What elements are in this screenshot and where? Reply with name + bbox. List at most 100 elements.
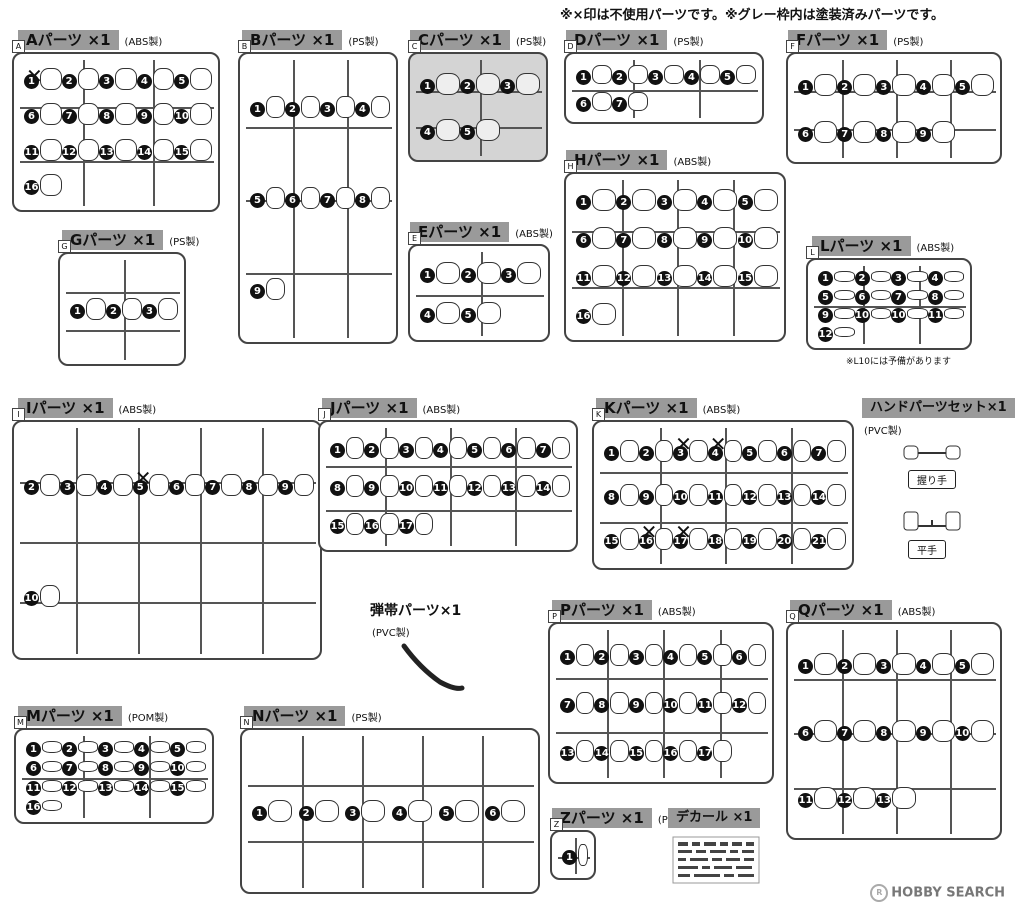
part-number-badge: 10	[174, 109, 190, 125]
runner-e-gate	[481, 252, 483, 336]
part-number-badge: 8	[241, 479, 257, 495]
runner-z-part	[578, 844, 588, 866]
part-number-badge: 3	[60, 479, 76, 495]
runner-b-gate	[246, 127, 392, 129]
runner-e-gate	[416, 295, 544, 297]
runner-h-header: Hパーツ ×1(ABS製)	[566, 150, 711, 170]
runner-d-gate	[699, 60, 701, 118]
part-number-badge: 7	[560, 698, 575, 713]
part-number-badge: 1	[24, 73, 39, 89]
runner-l-gate	[814, 306, 966, 308]
part-number-badge: 1	[604, 446, 619, 461]
runner-l-part	[870, 271, 891, 282]
runner-a-part	[190, 67, 212, 90]
runner-c-tag: C	[408, 40, 421, 53]
runner-d-header: Dパーツ ×1(PS製)	[566, 30, 704, 50]
part-number-badge: 6	[169, 479, 184, 495]
bandolier-parts: 弾帯パーツ×1 (PVC製)	[370, 600, 530, 700]
part-number-badge: 10	[954, 726, 970, 741]
runner-h-part	[713, 227, 738, 249]
runner-d-part	[664, 65, 684, 84]
part-number-badge: 8	[876, 726, 892, 741]
part-number-badge: 16	[24, 180, 39, 196]
runner-a-part	[115, 67, 137, 90]
runner-g-part	[122, 298, 142, 320]
part-number-badge: 1	[26, 741, 41, 757]
hand-set-material: (PVC製)	[864, 426, 902, 437]
runner-n-material: (PS製)	[351, 713, 382, 724]
runner-d-part	[592, 92, 612, 111]
runner-l-gate	[863, 266, 865, 344]
runner-d-tag: D	[564, 40, 577, 53]
runner-d-part	[736, 65, 756, 84]
runner-m-part	[42, 741, 62, 753]
part-number-badge: 3	[648, 69, 663, 85]
hand-parts-set: ハンドパーツセット×1 (PVC製) 握り手 平手	[862, 398, 1015, 568]
runner-d-title: Dパーツ ×1	[566, 30, 668, 50]
runner-k-part	[689, 484, 708, 506]
part-number-badge: 1	[70, 304, 85, 319]
runner-a-title: Aパーツ ×1	[18, 30, 119, 50]
part-number-badge: 4	[927, 271, 943, 287]
part-number-badge: 1	[576, 69, 591, 85]
runner-k-part	[723, 484, 743, 506]
part-number-badge: 6	[285, 193, 300, 208]
part-number-badge: 3	[98, 741, 113, 757]
runner-k-part	[654, 528, 674, 550]
runner-i-title: Iパーツ ×1	[18, 398, 113, 418]
runner-m-part	[186, 780, 206, 792]
part-number-badge: 6	[731, 650, 747, 665]
runner-q-part	[931, 653, 955, 676]
runner-a-part	[152, 67, 175, 90]
runner-k-part	[723, 528, 743, 550]
runner-i-tag: I	[12, 408, 25, 421]
runner-f-part	[892, 73, 916, 96]
part-number-badge: 3	[891, 271, 906, 287]
part-number-badge: 2	[285, 101, 300, 117]
runner-m-gate	[22, 778, 208, 780]
runner-q-part	[931, 720, 955, 742]
part-number-badge: 1	[798, 659, 813, 675]
runner-h-part	[592, 189, 616, 211]
part-number-badge: 14	[136, 144, 152, 160]
runner-p-part	[713, 740, 732, 762]
part-number-badge: 10	[663, 698, 678, 713]
runner-m-part	[114, 741, 134, 753]
runner-i-part	[40, 473, 61, 496]
part-number-badge: 11	[697, 698, 713, 713]
runner-d-gate	[633, 60, 635, 118]
part-number-badge: 6	[776, 446, 792, 461]
part-number-badge: 1	[420, 79, 435, 94]
part-number-badge: 2	[24, 479, 39, 495]
part-number-badge: 8	[656, 233, 672, 248]
runner-n-part	[268, 800, 292, 822]
runner-h-part	[592, 303, 616, 325]
part-number-badge: 9	[136, 109, 152, 125]
runner-q-part	[892, 786, 916, 809]
runner-j-part	[483, 437, 502, 459]
runner-h-material: (ABS製)	[673, 157, 712, 168]
bandolier-belt-icon	[401, 643, 465, 691]
part-number-badge: 5	[132, 479, 148, 495]
runner-p-part	[679, 740, 698, 762]
runner-i-gate	[262, 428, 264, 654]
runner-i-material: (ABS製)	[118, 405, 157, 416]
runner-k-gate	[600, 472, 848, 474]
part-number-badge: 2	[298, 806, 314, 821]
part-number-badge: 15	[628, 746, 644, 761]
runner-m-part	[42, 760, 62, 772]
runner-p-part	[644, 740, 663, 762]
runner-p-part	[610, 644, 629, 666]
part-number-badge: 7	[616, 233, 632, 248]
runner-a-part	[115, 138, 137, 161]
part-number-badge: 6	[501, 443, 517, 458]
runner-l-part	[907, 289, 928, 300]
part-number-badge: 5	[697, 650, 713, 665]
runner-a-header: Aパーツ ×1(ABS製)	[18, 30, 162, 50]
runner-g-part	[86, 298, 106, 320]
runner-k-part	[758, 440, 777, 462]
